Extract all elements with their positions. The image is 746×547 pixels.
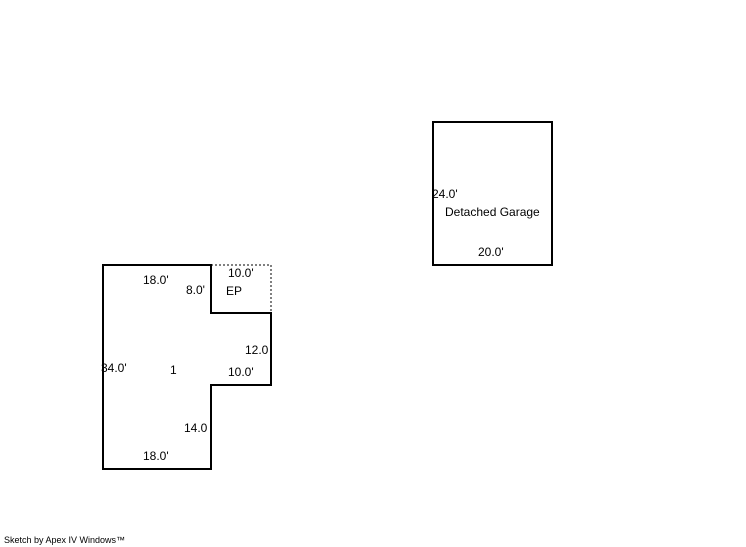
dim-top: 18.0' [143,273,169,287]
footer-credit: Sketch by Apex IV Windows™ [4,535,126,545]
porch-width: 10.0' [228,266,254,280]
main-living-area-outline [102,264,272,470]
garage-height: 24.0' [432,187,458,201]
dim-inner-vertical: 8.0' [186,283,205,297]
dim-right: 12.0 [245,343,269,357]
dim-lower-inner: 14.0 [184,421,208,435]
dim-left: 34.0' [101,361,127,375]
porch-label: EP [226,284,242,298]
dim-bottom: 18.0' [143,449,169,463]
detached-garage-outline [432,121,553,266]
area-label: 1 [170,363,177,377]
dim-inner-horizontal: 10.0' [228,365,254,379]
enclosed-porch-outline [211,264,272,313]
garage-label: Detached Garage [445,205,540,219]
garage-width: 20.0' [478,245,504,259]
